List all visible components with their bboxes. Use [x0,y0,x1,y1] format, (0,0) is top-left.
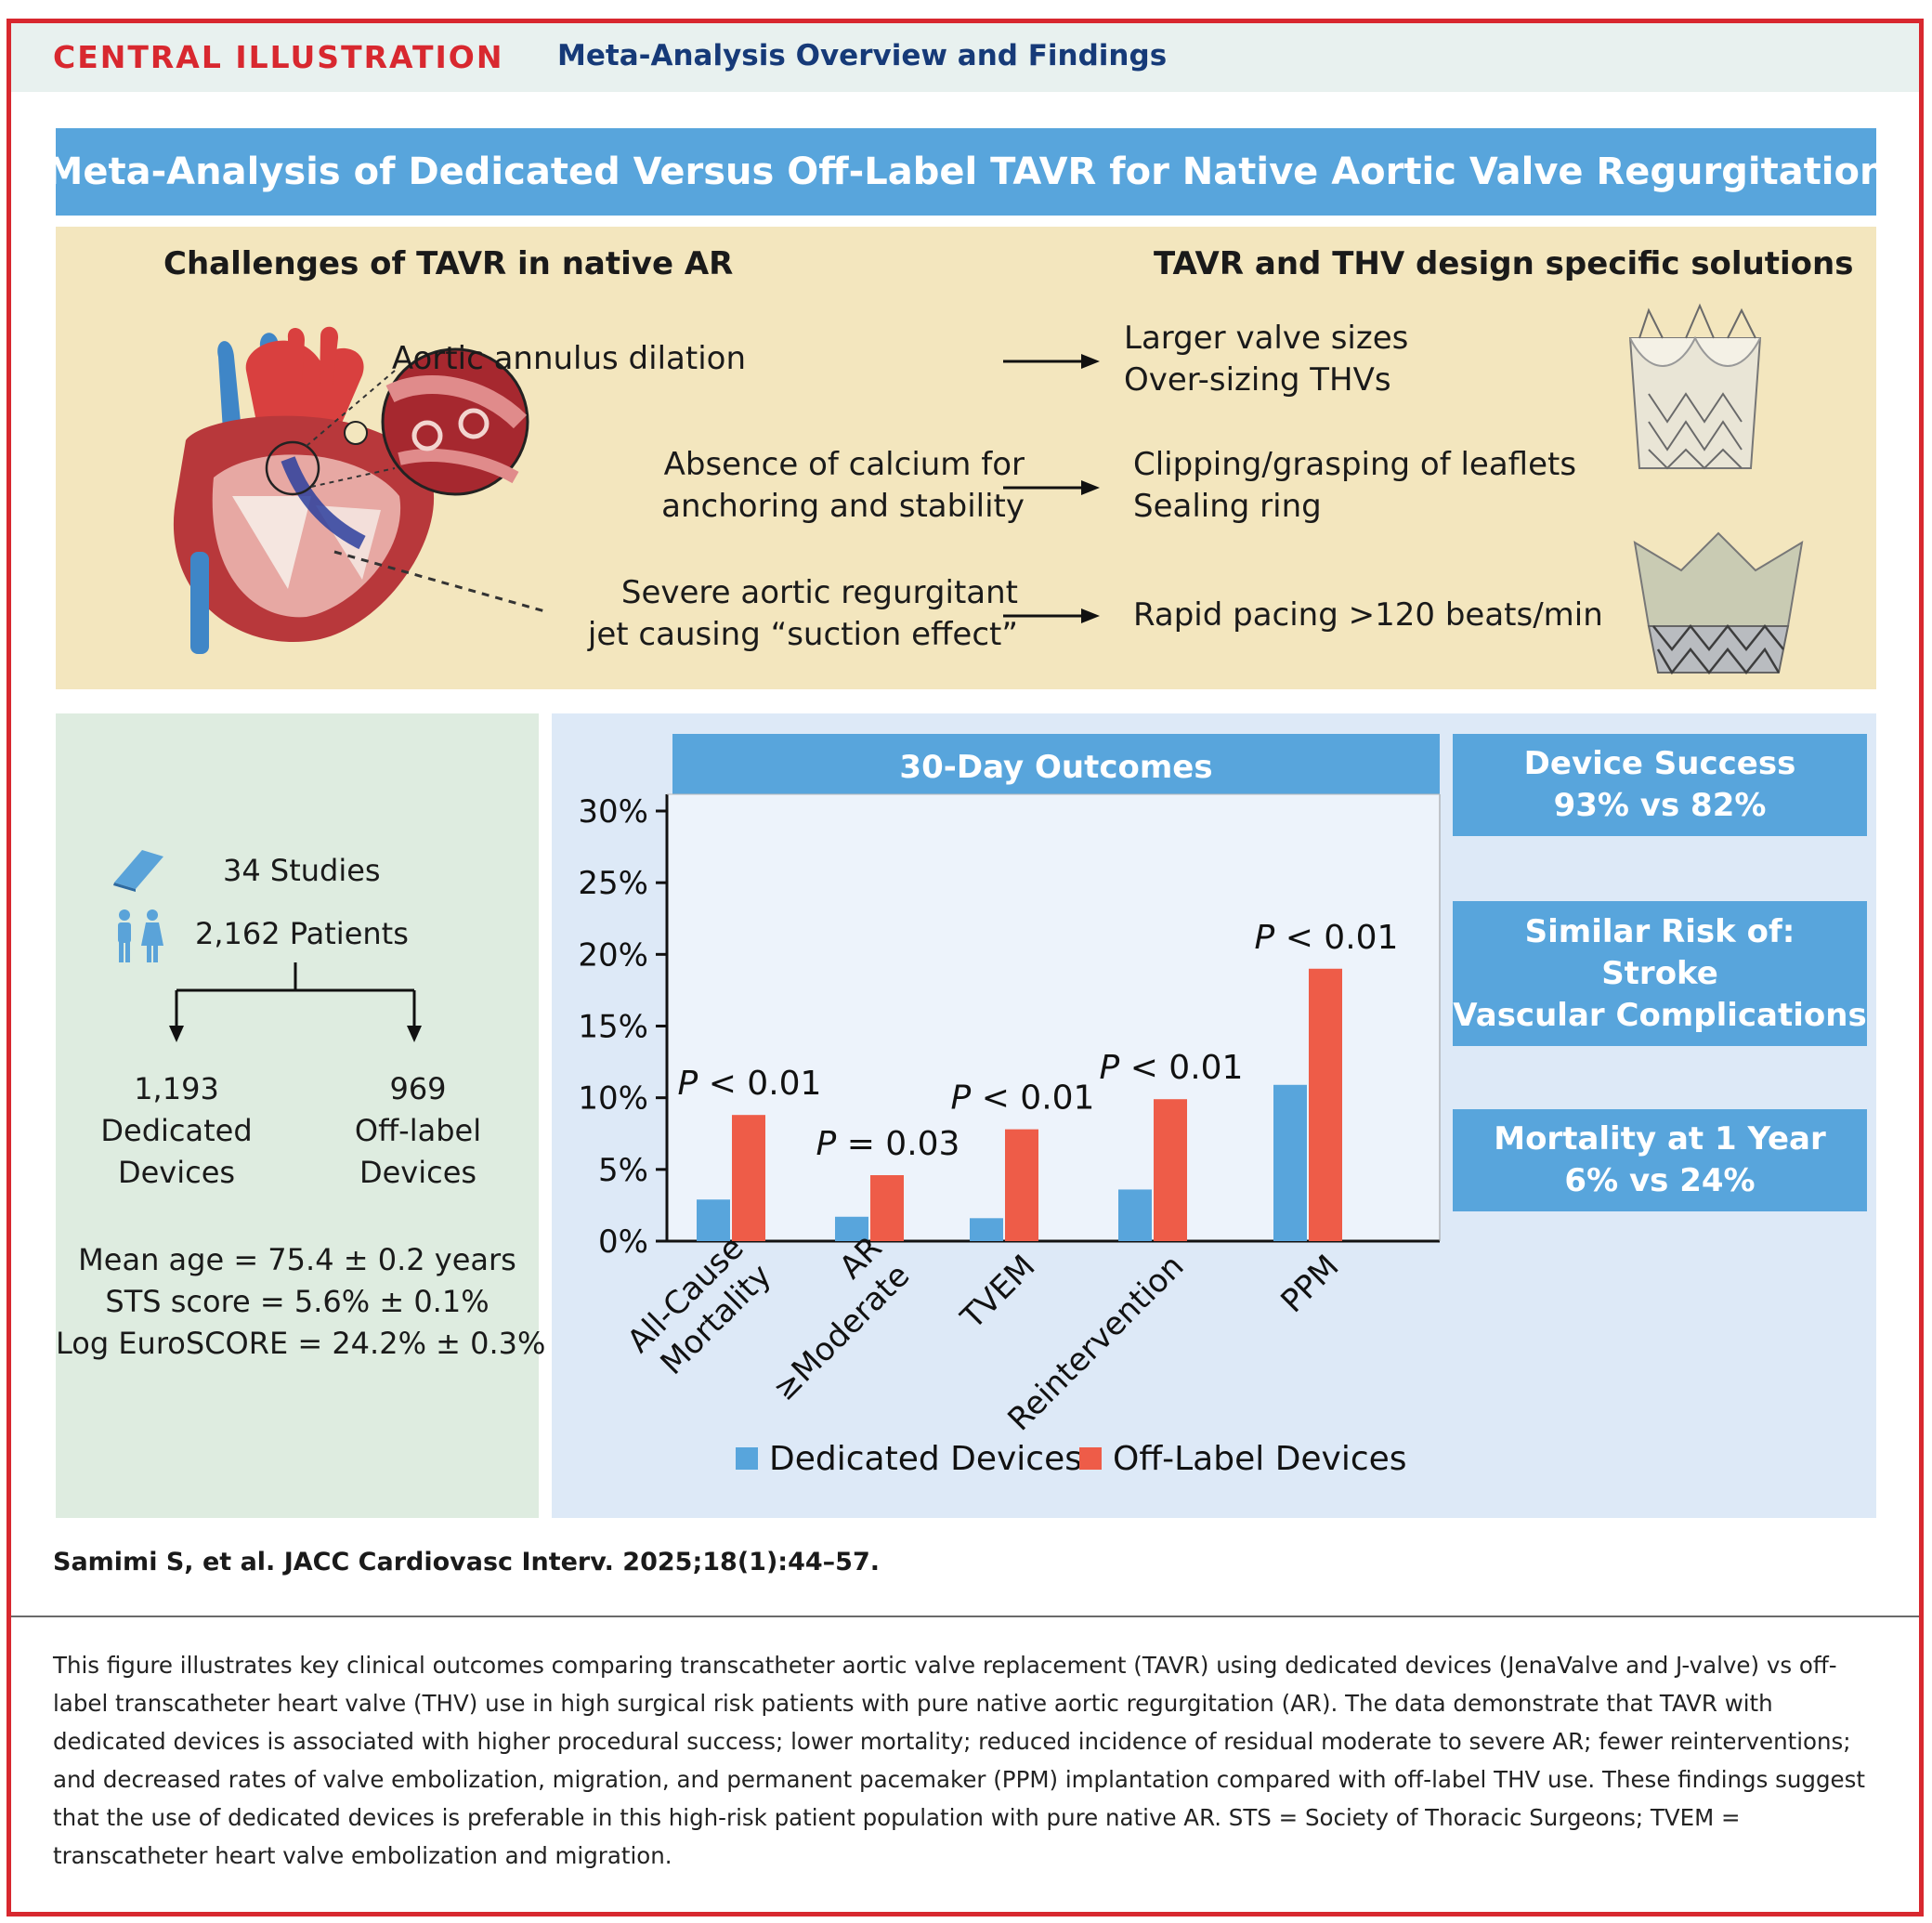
valve-stent-illustration-1 [1628,303,1762,470]
x-category-label: PPM [1273,1248,1346,1320]
solution-2-line-1: Clipping/grasping of leaflets [1133,446,1577,483]
solution-1-line-2: Over-sizing THVs [1124,361,1391,399]
similar-risk-box: Similar Risk of: Stroke Vascular Complic… [1453,901,1867,1046]
legend-label: Off-Label Devices [1113,1440,1407,1478]
p-value-label: P < 0.01 [951,1079,1095,1118]
split-tree [169,962,422,1042]
y-tick-label: 10% [578,1080,648,1118]
patients-count: 2,162 Patients [195,916,409,951]
dedicated-label-1: Dedicated [100,1113,253,1148]
solution-2: Clipping/grasping of leaflets Sealing ri… [1133,444,1576,528]
caption-divider [11,1616,1919,1617]
solution-1: Larger valve sizes Over-sizing THVs [1124,318,1408,401]
arrow-1 [1003,354,1100,369]
banner-title: Meta-Analysis of Dedicated Versus Off-La… [46,150,1886,193]
device-success-box: Device Success 93% vs 82% [1453,734,1867,836]
mortality-value: 6% vs 24% [1564,1162,1756,1199]
mortality-title: Mortality at 1 Year [1494,1120,1826,1158]
offlabel-number: 969 [389,1071,447,1106]
offlabel-count: 969 Off-label Devices [325,1068,511,1194]
bar-dedicated [1118,1189,1152,1241]
bar-offlabel [1005,1129,1038,1241]
offlabel-label-2: Devices [359,1155,477,1190]
p-value-label: P < 0.01 [1100,1049,1244,1087]
p-value-label: P = 0.03 [816,1125,960,1163]
outcomes-bar-chart: 0%5%10%15%20%25%30%P < 0.01All-CauseMort… [578,793,1441,1478]
solution-2-line-2: Sealing ring [1133,488,1322,525]
figure-frame [7,19,1924,1916]
challenge-1: Aortic annulus dilation [392,338,746,380]
bar-dedicated [1273,1084,1307,1241]
challenge-3-line-2: jet causing “suction effect” [587,616,1018,653]
y-tick-label: 20% [578,936,648,974]
solution-1-line-1: Larger valve sizes [1124,320,1409,357]
offlabel-label-1: Off-label [354,1113,482,1148]
similar-risk-vascular: Vascular Complications [1453,996,1867,1034]
y-tick-label: 5% [598,1152,648,1189]
header-label: CENTRAL ILLUSTRATION [53,39,504,75]
chart-title: 30-Day Outcomes [899,749,1213,786]
challenge-2-line-1: Absence of calcium for [663,446,1025,483]
heart-illustration [173,326,549,654]
x-category-label: AR≥Moderate [738,1229,917,1407]
y-tick-label: 15% [578,1009,648,1046]
bar-offlabel [732,1115,765,1241]
y-tick-label: 25% [578,865,648,902]
p-value-label: P < 0.01 [678,1065,822,1103]
solution-3-line-1: Rapid pacing >120 beats/min [1133,596,1603,634]
x-category-label: TVEM [953,1248,1042,1337]
patients-icon [118,909,163,962]
mean-age: Mean age = 75.4 ± 0.2 years [78,1242,516,1277]
p-value-label: P < 0.01 [1255,919,1399,957]
solution-3: Rapid pacing >120 beats/min [1133,595,1603,636]
bar-offlabel [1309,968,1342,1241]
valve-stent-illustration-2 [1633,531,1804,675]
challenge-3-line-1: Severe aortic regurgitant [620,574,1018,611]
main-banner: Meta-Analysis of Dedicated Versus Off-La… [46,128,1886,216]
header-title: Meta-Analysis Overview and Findings [557,39,1168,72]
legend-swatch [1079,1447,1102,1470]
chart-title-bar: 30-Day Outcomes [672,734,1440,801]
arrow-3 [1003,608,1100,623]
y-tick-label: 30% [578,793,648,831]
figure-caption: This figure illustrates key clinical out… [53,1652,1865,1869]
header-bar [11,23,1919,92]
solutions-heading: TAVR and THV design specific solutions [1154,245,1854,282]
dedicated-label-2: Devices [117,1155,236,1190]
challenge-2: Absence of calcium for anchoring and sta… [661,444,1025,528]
challenges-heading: Challenges of TAVR in native AR [163,245,734,282]
sts-score: STS score = 5.6% ± 0.1% [105,1284,490,1319]
device-success-value: 93% vs 82% [1553,787,1767,824]
dedicated-number: 1,193 [134,1071,219,1106]
bar-dedicated [970,1218,1003,1241]
challenges-panel: Challenges of TAVR in native AR TAVR and… [56,227,1876,689]
y-tick-label: 0% [598,1223,648,1261]
challenge-1-line-1: Aortic annulus dilation [391,340,746,377]
citation: Samimi S, et al. JACC Cardiovasc Interv.… [53,1548,880,1576]
device-success-title: Device Success [1523,745,1796,782]
legend-label: Dedicated Devices [769,1440,1082,1478]
studies-count: 34 Studies [223,853,381,888]
stats-panel [56,713,539,1518]
log-euroscore: Log EuroSCORE = 24.2% ± 0.3% [56,1326,546,1361]
book-icon [113,850,163,892]
bar-dedicated [697,1199,730,1241]
mortality-box: Mortality at 1 Year 6% vs 24% [1453,1109,1867,1211]
dedicated-count: 1,193 Dedicated Devices [84,1068,269,1194]
challenge-3: Severe aortic regurgitant jet causing “s… [588,572,1018,656]
patient-characteristics: Mean age = 75.4 ± 0.2 years STS score = … [56,1239,546,1365]
bar-dedicated [835,1216,868,1241]
bar-offlabel [870,1175,904,1241]
challenge-2-line-2: anchoring and stability [661,488,1025,525]
legend-swatch [736,1447,758,1470]
bar-offlabel [1154,1099,1187,1241]
arrow-2 [1003,480,1100,495]
similar-risk-stroke: Stroke [1601,954,1718,992]
similar-risk-title: Similar Risk of: [1524,912,1795,950]
